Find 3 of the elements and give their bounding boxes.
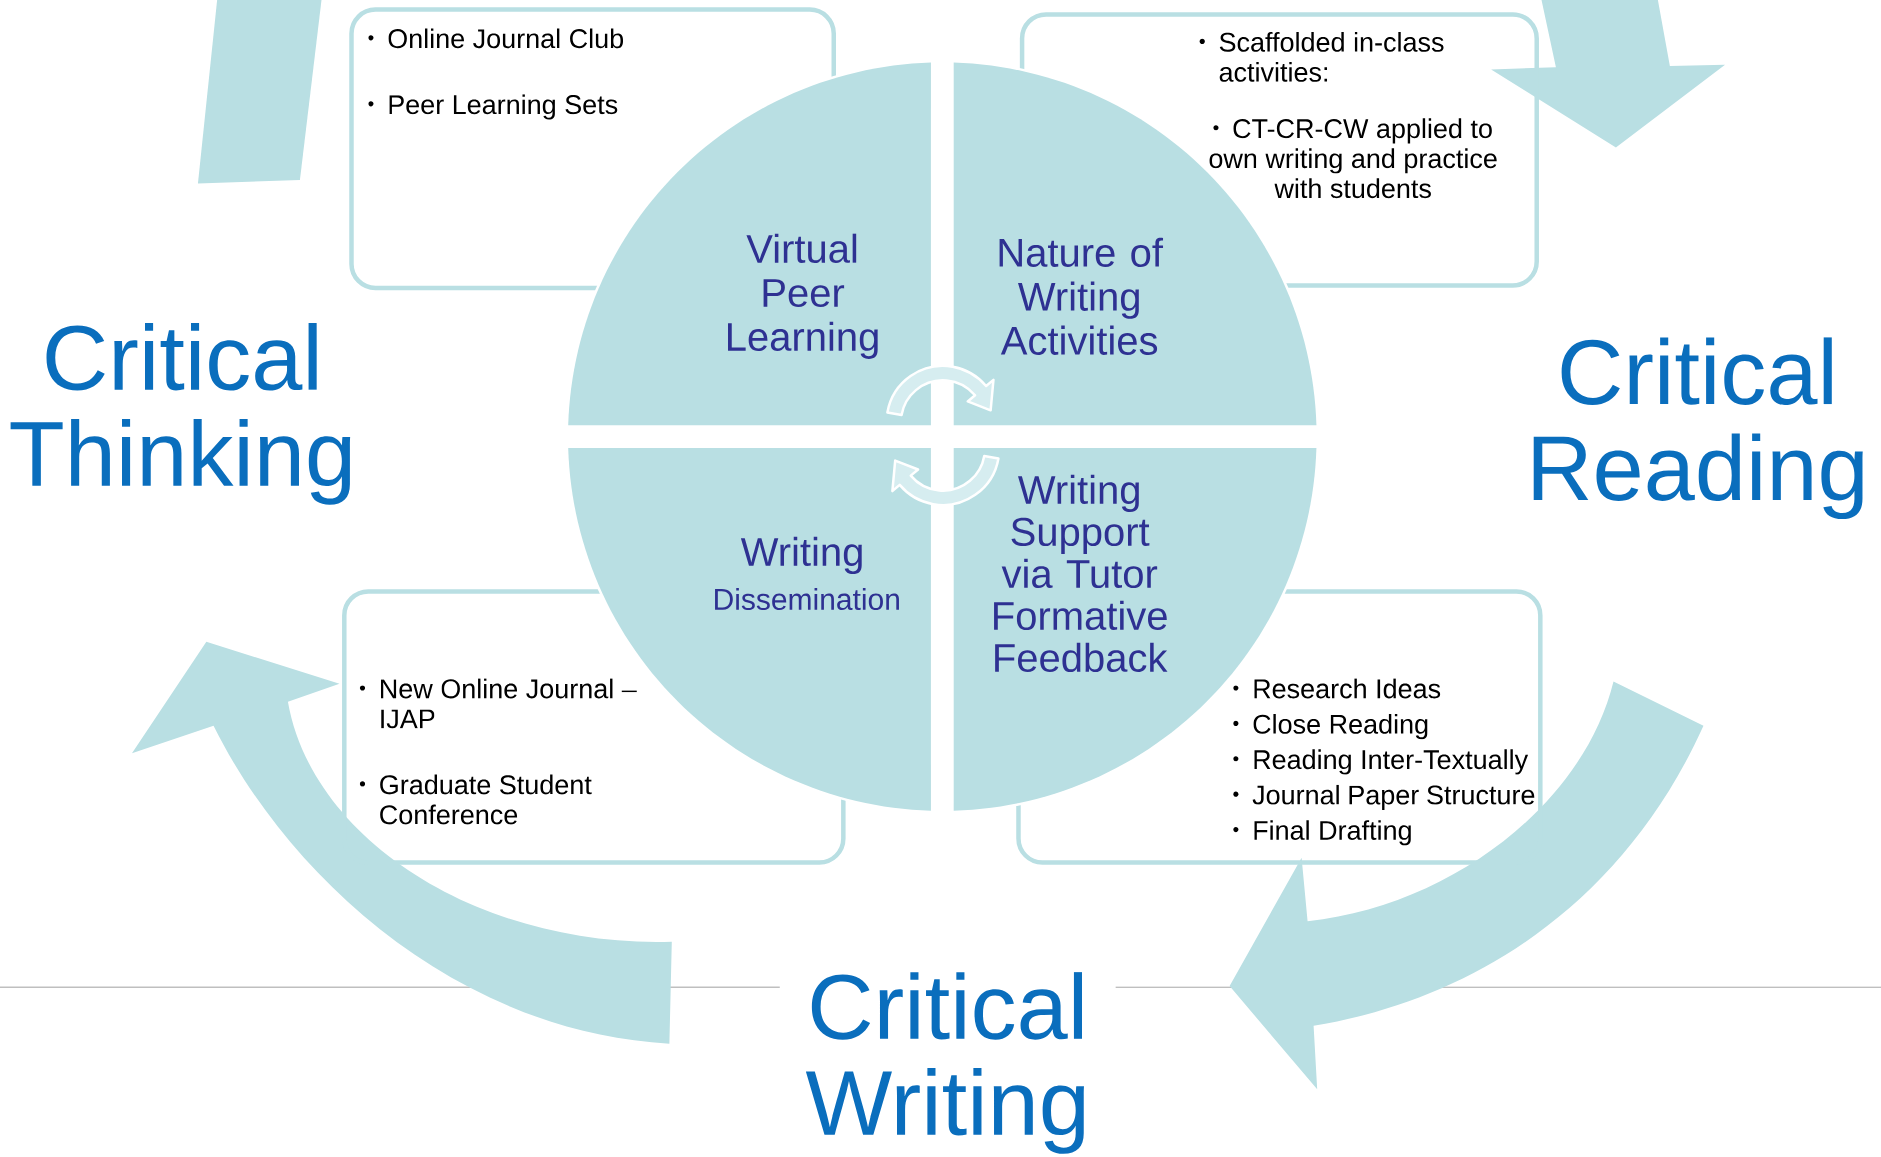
stage-label: Critical Writing bbox=[805, 972, 1084, 1154]
stage-label: Critical Reading bbox=[1533, 337, 1863, 520]
stage-label: Critical Thinking bbox=[10, 323, 351, 505]
